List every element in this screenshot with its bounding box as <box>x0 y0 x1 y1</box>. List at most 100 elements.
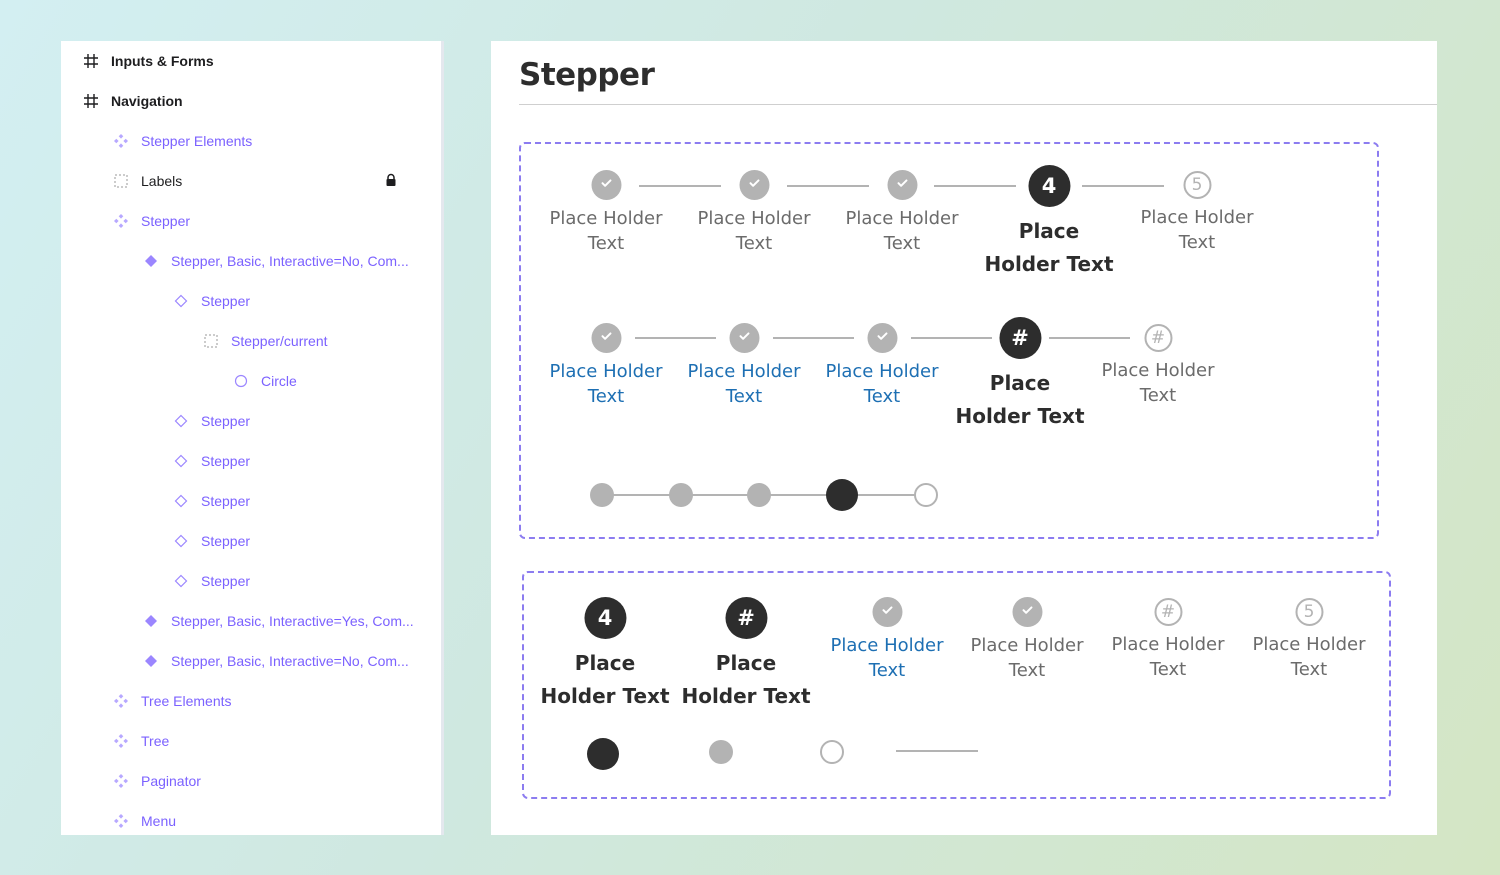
step-current-circle: 4 <box>584 597 626 639</box>
component-icon <box>111 211 131 231</box>
instance-icon <box>171 571 191 591</box>
step-dot-next[interactable] <box>820 740 844 764</box>
check-icon <box>1020 603 1034 622</box>
component-icon <box>111 131 131 151</box>
layer-label: Labels <box>141 173 183 189</box>
step-connector <box>639 185 721 187</box>
layer-row[interactable]: Stepper <box>61 201 441 241</box>
step-label-line1: Place <box>1018 219 1080 243</box>
variant-icon <box>141 611 161 631</box>
step-dot-cur[interactable] <box>826 479 858 511</box>
stepper-elements-set[interactable] <box>522 571 1391 799</box>
step-connector <box>787 185 869 187</box>
layer-label: Stepper <box>201 493 251 509</box>
layer-label: Stepper, Basic, Interactive=No, Com... <box>171 653 409 669</box>
layer-row[interactable]: Stepper/current <box>61 321 441 361</box>
layer-row[interactable]: Paginator <box>61 761 441 801</box>
layer-row[interactable]: Stepper, Basic, Interactive=No, Com... <box>61 241 441 281</box>
check-icon <box>875 329 889 348</box>
layer-row[interactable]: Inputs & Forms <box>61 41 441 81</box>
step-done-circle <box>867 323 897 353</box>
step-label-line2: Text <box>1149 659 1187 680</box>
check-icon <box>895 176 909 195</box>
instance-icon <box>171 531 191 551</box>
layer-row[interactable]: Stepper <box>61 481 441 521</box>
step-connector <box>911 337 992 339</box>
step-label-line1: Place Holder <box>687 361 801 382</box>
step-label-line1: Place Holder <box>549 208 663 229</box>
step-dot-done[interactable] <box>747 483 771 507</box>
layer-row[interactable]: Navigation <box>61 81 441 121</box>
stepper-component-set[interactable] <box>519 142 1379 539</box>
step-label-line1: Place <box>989 371 1051 395</box>
step-label-line2: Text <box>1139 385 1177 406</box>
step-dot-done[interactable] <box>709 740 733 764</box>
step-next-circle: # <box>1144 324 1172 352</box>
layer-label: Stepper <box>201 293 251 309</box>
step-dot-cur[interactable] <box>587 738 619 770</box>
lock-icon[interactable] <box>385 173 397 190</box>
step-connector <box>1082 185 1164 187</box>
layer-label: Stepper, Basic, Interactive=Yes, Com... <box>171 613 414 629</box>
step-label-line2: Text <box>868 660 906 681</box>
layer-row[interactable]: Stepper, Basic, Interactive=No, Com... <box>61 641 441 681</box>
layer-row[interactable]: Stepper <box>61 441 441 481</box>
step-dot-done[interactable] <box>590 483 614 507</box>
instance-icon <box>171 291 191 311</box>
step-dot-next[interactable] <box>914 483 938 507</box>
layer-row[interactable]: Stepper <box>61 281 441 321</box>
step-connector <box>934 185 1016 187</box>
section-icon <box>111 171 131 191</box>
step-label-line1: Place Holder <box>1140 207 1254 228</box>
step-label-line2: Holder Text <box>955 404 1085 428</box>
layer-row[interactable]: Stepper, Basic, Interactive=Yes, Com... <box>61 601 441 641</box>
step-next-circle: # <box>1154 598 1182 626</box>
layer-row[interactable]: Labels <box>61 161 441 201</box>
step-done-circle <box>1012 597 1042 627</box>
component-icon <box>111 771 131 791</box>
component-icon <box>111 731 131 751</box>
step-label-line1: Place Holder <box>549 361 663 382</box>
layer-row[interactable]: Menu <box>61 801 441 835</box>
step-current-circle: # <box>725 597 767 639</box>
step-done-circle <box>729 323 759 353</box>
layer-row[interactable]: Circle <box>61 361 441 401</box>
check-icon <box>599 176 613 195</box>
layer-row[interactable]: Stepper Elements <box>61 121 441 161</box>
layer-row[interactable]: Tree Elements <box>61 681 441 721</box>
layer-row[interactable]: Stepper <box>61 561 441 601</box>
layer-row[interactable]: Tree <box>61 721 441 761</box>
layer-row[interactable]: Stepper <box>61 521 441 561</box>
step-label-line2: Text <box>1008 660 1046 681</box>
layer-row[interactable]: Stepper <box>61 401 441 441</box>
step-dot-done[interactable] <box>669 483 693 507</box>
